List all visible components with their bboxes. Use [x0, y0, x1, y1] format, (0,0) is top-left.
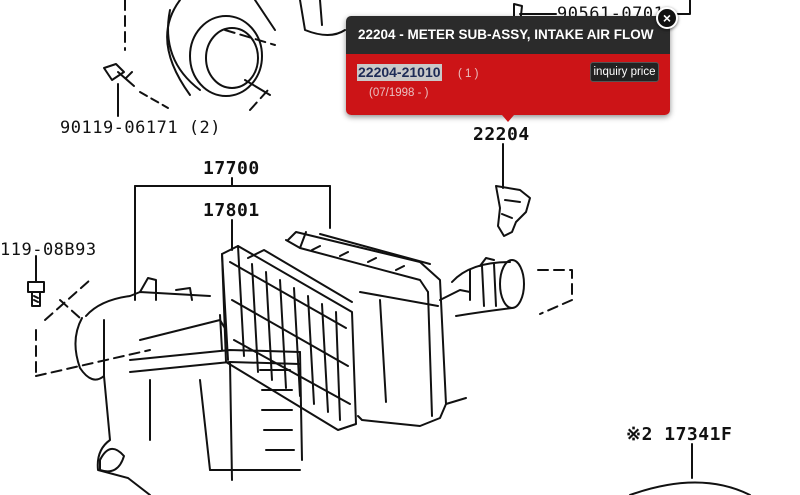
- air-cleaner-cover-drawing: [285, 231, 471, 427]
- part-number-link[interactable]: 22204-21010: [357, 64, 442, 81]
- bolt-90119-08b93-drawing: [27, 255, 151, 377]
- popup-title: 22204 - METER SUB-ASSY, INTAKE AIR FLOW: [346, 16, 670, 54]
- label-22204[interactable]: 22204: [473, 124, 530, 145]
- filter-element-drawing: [221, 245, 357, 431]
- close-icon[interactable]: ×: [656, 7, 678, 29]
- air-cleaner-case-drawing: [74, 277, 303, 495]
- inquiry-price-button[interactable]: inquiry price: [590, 62, 659, 82]
- label-90119-08b93[interactable]: 119-08B93: [0, 240, 97, 260]
- label-90119-06171[interactable]: 90119-06171 (2): [60, 118, 222, 138]
- sensor-22204-drawing: [495, 143, 531, 237]
- popup-pointer: [502, 115, 514, 122]
- part-info-popup: 22204 - METER SUB-ASSY, INTAKE AIR FLOW …: [346, 7, 678, 122]
- popup-body: 22204-21010 ( 1 ) (07/1998 - ) inquiry p…: [346, 54, 670, 115]
- outlet-hose-drawing: [451, 257, 573, 317]
- label-17801[interactable]: 17801: [203, 200, 260, 221]
- part-quantity: ( 1 ): [458, 68, 479, 80]
- part-date-range: (07/1998 - ): [369, 87, 429, 99]
- intake-tube-drawing: [166, 0, 346, 111]
- label-17341f[interactable]: ※2 17341F: [626, 424, 733, 445]
- label-17700[interactable]: 17700: [203, 158, 260, 179]
- bolt-90119-06171-drawing: [103, 63, 169, 117]
